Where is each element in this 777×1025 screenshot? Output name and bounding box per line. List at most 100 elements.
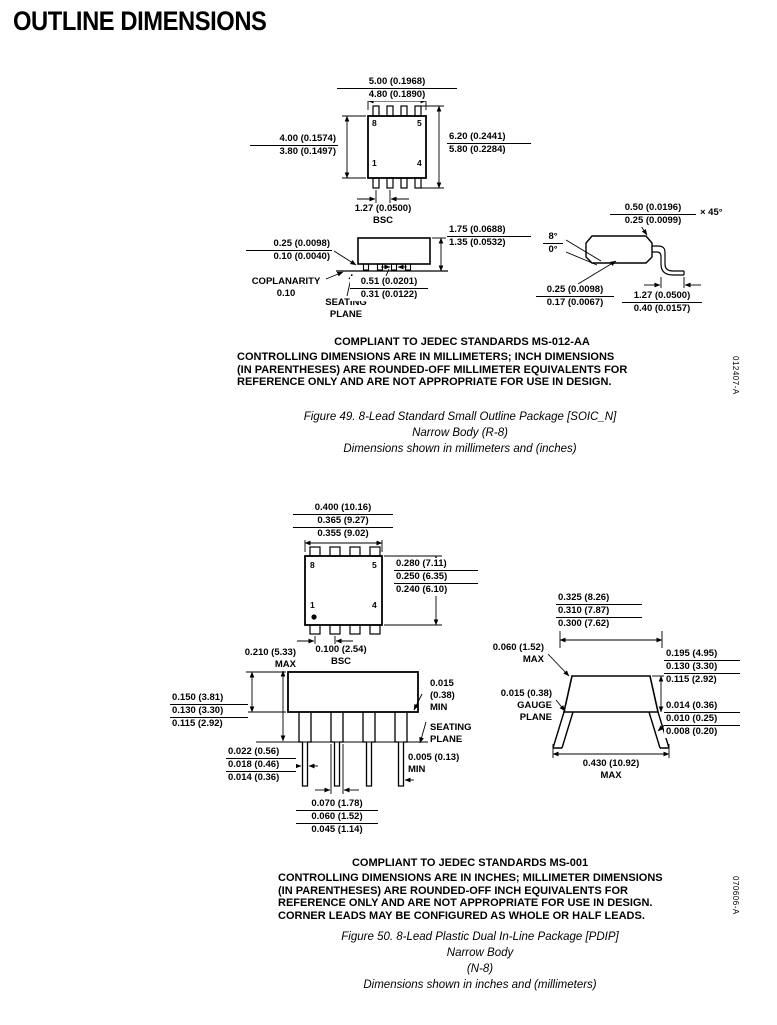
dim-row: 0.130 (3.30) bbox=[664, 661, 740, 674]
dim-pdip-body-height: 0.150 (3.81) 0.130 (3.30) 0.115 (2.92) bbox=[170, 692, 248, 730]
dim-row: 0.51 (0.0201) bbox=[350, 276, 428, 289]
dim-pdip-height-max: 0.210 (5.33) MAX bbox=[214, 647, 298, 671]
soic-side-view bbox=[325, 237, 448, 297]
dim-pdip-corner-max: 0.060 (1.52) MAX bbox=[474, 642, 546, 666]
dim-soic-lead-angle: 8° 0° bbox=[543, 231, 563, 256]
pdip-end-view bbox=[547, 631, 670, 758]
dim-row: 5.80 (0.2284) bbox=[449, 144, 506, 155]
dim-row: 0.25 (0.0098) bbox=[246, 238, 332, 251]
dim-soic-lead-thickness: 0.25 (0.0098) 0.17 (0.0067) bbox=[536, 284, 614, 309]
dim-row: 0.325 (8.26) bbox=[556, 592, 642, 605]
dim-pdip-body-length: 0.400 (10.16) 0.365 (9.27) 0.355 (9.02) bbox=[293, 502, 393, 540]
note-line: REFERENCE ONLY AND ARE NOT APPROPRIATE F… bbox=[278, 897, 653, 909]
dim-qualifier: BSC bbox=[330, 656, 352, 667]
dim-row: 0.280 (7.11) bbox=[394, 558, 478, 571]
caption-line: Dimensions shown in millimeters and (inc… bbox=[343, 443, 577, 455]
dim-pdip-shoulder-width: 0.070 (1.78) 0.060 (1.52) 0.045 (1.14) bbox=[296, 798, 378, 836]
dim-row: 0.150 (3.81) bbox=[170, 692, 248, 705]
dim-pdip-shoulder-min: 0.015 (0.38) MIN bbox=[428, 678, 472, 714]
dim-row: 0.300 (7.62) bbox=[558, 618, 610, 629]
coplanarity-value: 0.10 bbox=[276, 288, 296, 299]
soic-pin-5: 5 bbox=[417, 118, 422, 128]
note-line: (IN PARENTHESES) ARE ROUNDED-OFF INCH EQ… bbox=[278, 884, 628, 897]
dim-row: 0.010 (0.25) bbox=[664, 713, 740, 726]
dim-row: 0.10 (0.0040) bbox=[273, 251, 330, 262]
page-title: OUTLINE DIMENSIONS bbox=[13, 6, 267, 36]
dim-row: 0.008 (0.20) bbox=[666, 726, 718, 737]
dim-row: 0.005 (0.13) bbox=[408, 752, 460, 763]
dim-row: 1.27 (0.0500) bbox=[354, 203, 412, 214]
dim-row: 0.115 (2.92) bbox=[172, 718, 223, 729]
soic-detail-view bbox=[565, 225, 701, 288]
soic-pin-4: 4 bbox=[417, 158, 422, 168]
pdip-pin-1: 1 bbox=[310, 600, 315, 610]
caption-fig50: Figure 50. 8-Lead Plastic Dual In-Line P… bbox=[180, 929, 777, 993]
dim-row: 0.40 (0.0157) bbox=[633, 303, 691, 314]
dim-row: × 45° bbox=[700, 207, 723, 218]
dim-row: 0.015 bbox=[430, 678, 454, 689]
pdip-pin-8: 8 bbox=[310, 560, 315, 570]
dim-pdip-pitch: 0.100 (2.54) BSC bbox=[291, 644, 391, 668]
dim-soic-body-width: 4.00 (0.1574) 3.80 (0.1497) bbox=[250, 133, 338, 158]
note-line: CORNER LEADS MAY BE CONFIGURED AS WHOLE … bbox=[278, 909, 645, 922]
dim-row: 0.17 (0.0067) bbox=[546, 297, 604, 308]
note-line: CONTROLLING DIMENSIONS ARE IN INCHES; MI… bbox=[278, 872, 663, 884]
dim-row: 0.430 (10.92) bbox=[582, 758, 640, 769]
dim-row: 0.014 (0.36) bbox=[228, 772, 280, 783]
caption-line: Figure 50. 8-Lead Plastic Dual In-Line P… bbox=[341, 931, 619, 943]
dim-pdip-lead-upper: 0.195 (4.95) 0.130 (3.30) 0.115 (2.92) bbox=[664, 648, 740, 686]
dim-qualifier: MAX bbox=[274, 659, 296, 670]
label-soic-seating-plane: SEATING PLANE bbox=[318, 297, 374, 321]
dim-row: 8° bbox=[543, 231, 563, 244]
note-fig50: CONTROLLING DIMENSIONS ARE IN INCHES; MI… bbox=[278, 872, 663, 922]
caption-line: Dimensions shown in inches and (millimet… bbox=[363, 979, 597, 991]
dim-row: 0.018 (0.46) bbox=[226, 759, 296, 772]
dim-qualifier: MAX bbox=[600, 770, 622, 781]
dim-qualifier: MIN bbox=[408, 764, 426, 775]
dim-row: 0.060 (1.52) bbox=[492, 642, 544, 653]
dim-row: 0.022 (0.56) bbox=[226, 746, 296, 759]
soic-top-view bbox=[342, 96, 444, 204]
dim-row: 0.50 (0.0196) bbox=[610, 202, 696, 215]
pin1-dot bbox=[311, 614, 317, 620]
dim-row: 0.130 (3.30) bbox=[170, 705, 248, 718]
dim-row: 1.35 (0.0532) bbox=[449, 237, 506, 248]
dim-soic-chamfer: 0.50 (0.0196) 0.25 (0.0099) bbox=[610, 202, 696, 227]
dim-row: 0.365 (9.27) bbox=[293, 515, 393, 528]
dim-row: 0.195 (4.95) bbox=[664, 648, 740, 661]
dim-row: (0.38) bbox=[430, 690, 455, 701]
dim-row: 0.355 (9.02) bbox=[317, 528, 369, 539]
dim-soic-height: 1.75 (0.0688) 1.35 (0.0532) bbox=[447, 224, 531, 249]
dim-row: 3.80 (0.1497) bbox=[279, 146, 336, 157]
dim-row: 0.250 (6.35) bbox=[394, 571, 478, 584]
dim-row: 0.25 (0.0099) bbox=[624, 215, 682, 226]
dim-row: 0.060 (1.52) bbox=[296, 811, 378, 824]
pdip-pin-4: 4 bbox=[372, 600, 377, 610]
dim-row: 0.115 (2.92) bbox=[666, 674, 717, 685]
dim-pdip-width-across-leads: 0.325 (8.26) 0.310 (7.87) 0.300 (7.62) bbox=[556, 592, 642, 630]
compliance-fig50: COMPLIANT TO JEDEC STANDARDS MS-001 bbox=[351, 857, 589, 869]
dim-row: 0.31 (0.0122) bbox=[360, 289, 418, 300]
label-gauge-plane: 0.015 (0.38) GAUGE PLANE bbox=[492, 688, 554, 724]
dim-row: 0.070 (1.78) bbox=[296, 798, 378, 811]
pdip-pin-5: 5 bbox=[372, 560, 377, 570]
dim-row: 0.310 (7.87) bbox=[556, 605, 642, 618]
gauge-plane-row: PLANE bbox=[519, 712, 552, 723]
soic-pin-1: 1 bbox=[372, 158, 377, 168]
dim-pdip-lead-width: 0.022 (0.56) 0.018 (0.46) 0.014 (0.36) bbox=[226, 746, 296, 784]
dim-pdip-body-width: 0.280 (7.11) 0.250 (6.35) 0.240 (6.10) bbox=[394, 558, 478, 596]
note-line: (IN PARENTHESES) ARE ROUNDED-OFF MILLIME… bbox=[237, 363, 628, 376]
dim-row: 0.210 (5.33) bbox=[244, 647, 296, 658]
pdip-side-view bbox=[246, 670, 434, 794]
dim-row: 4.00 (0.1574) bbox=[250, 133, 338, 146]
dim-row: 4.80 (0.1890) bbox=[368, 89, 426, 100]
dim-row: 6.20 (0.2441) bbox=[447, 131, 531, 144]
doc-code-fig49: 012407-A bbox=[731, 356, 740, 395]
seating-plane-row: SEATING bbox=[430, 722, 472, 733]
dim-soic-body-length: 5.00 (0.1968) 4.80 (0.1890) bbox=[337, 76, 457, 101]
seating-plane-row: PLANE bbox=[329, 309, 363, 320]
seating-plane-row: PLANE bbox=[430, 734, 463, 745]
dim-pdip-overall-max: 0.430 (10.92) MAX bbox=[561, 758, 661, 782]
caption-line: Narrow Body bbox=[446, 947, 514, 959]
